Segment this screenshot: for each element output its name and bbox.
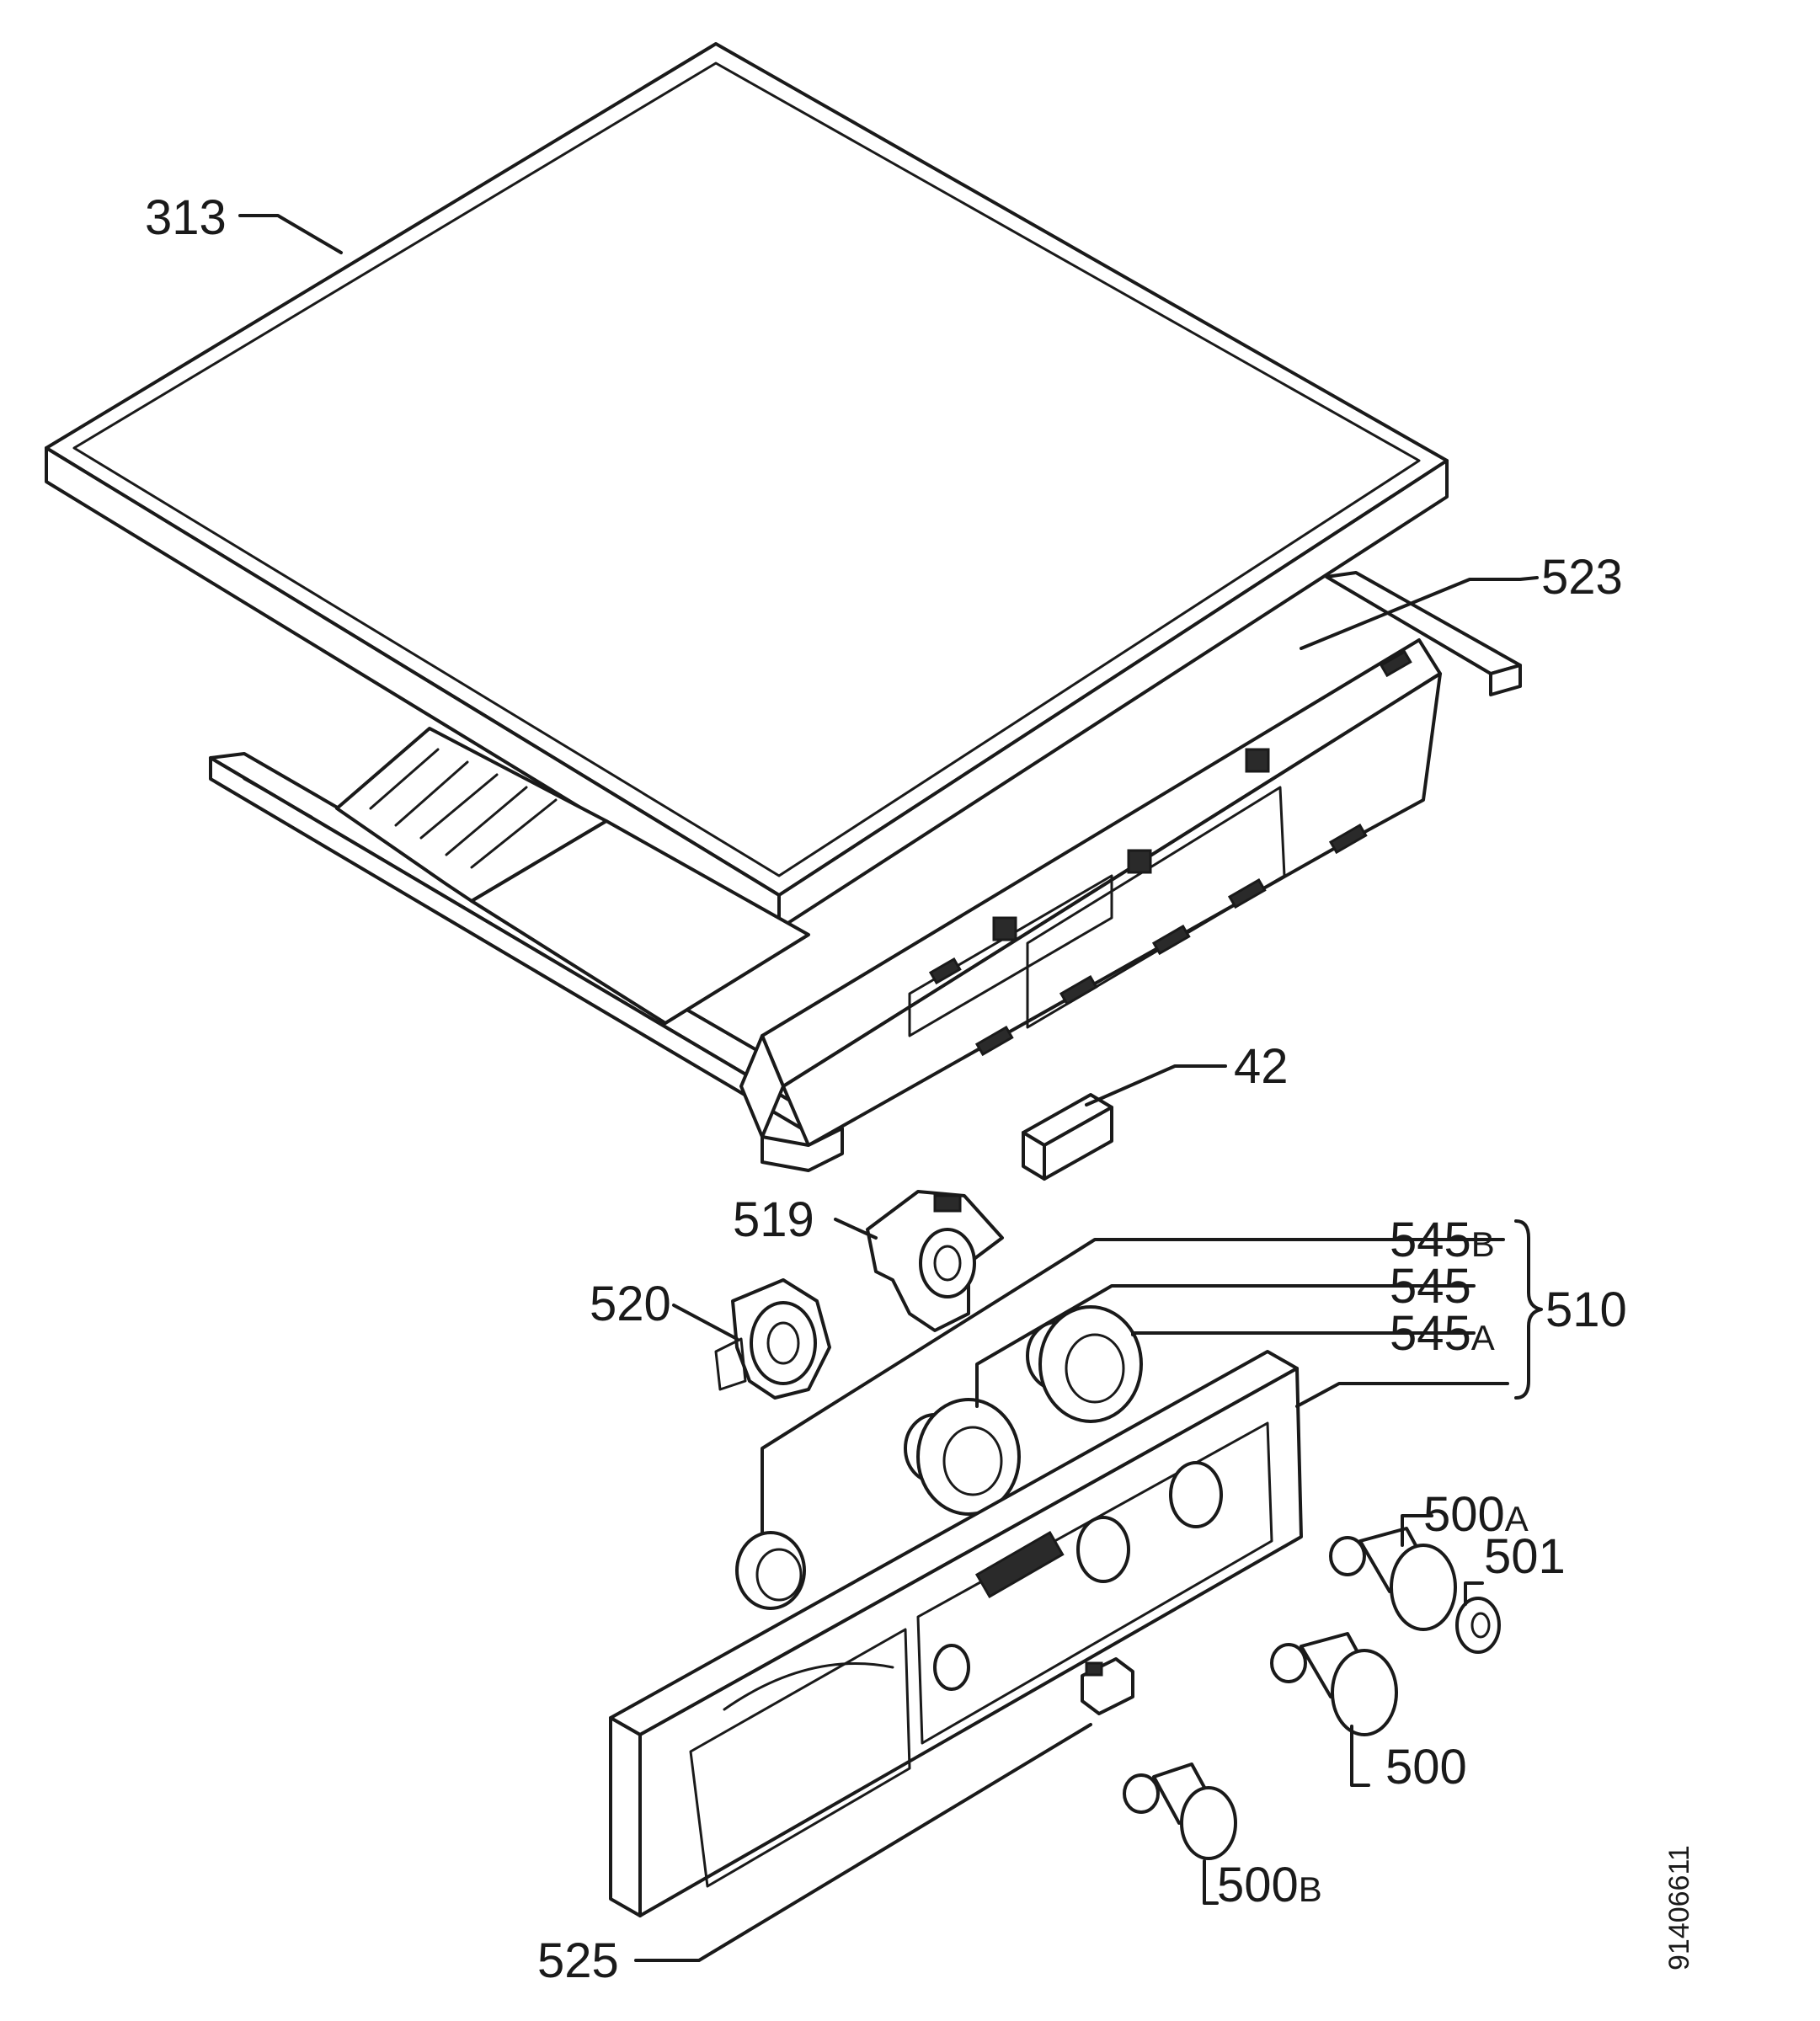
label-545a-suffix: A [1471,1318,1495,1357]
label-501: 501 [1484,1529,1566,1584]
part-500-knob [1270,1632,1398,1736]
label-545a: 545A [1390,1306,1495,1361]
label-313: 313 [145,190,227,245]
label-545b-suffix: B [1471,1224,1495,1264]
part-545-insert [904,1398,1021,1516]
label-500a-number: 500 [1423,1487,1505,1542]
label-500: 500 [1385,1740,1467,1794]
part-523-frame [209,571,1522,1172]
label-500b-suffix: B [1299,1869,1322,1909]
part-501-ring [1455,1597,1501,1654]
label-545b-number: 545 [1390,1213,1471,1267]
label-545b: 545B [1390,1213,1495,1267]
label-523: 523 [1541,550,1623,605]
leader-lines [238,214,1543,1962]
label-42: 42 [1234,1039,1289,1094]
part-545a-insert [1026,1305,1143,1423]
part-500b-knob [1123,1762,1237,1860]
part-519-selector [866,1190,1004,1332]
label-520: 520 [590,1277,671,1331]
label-545a-number: 545 [1390,1306,1471,1361]
part-42-clip [1022,1093,1113,1181]
part-313-lid [45,42,1449,931]
document-number: 91406611 [1663,1845,1695,1970]
switch-component [1081,1657,1134,1715]
label-510: 510 [1545,1282,1627,1337]
label-500b-number: 500 [1217,1858,1299,1912]
part-545b-insert [735,1531,806,1610]
callout-labels: 313 523 42 519 520 545B 545 545A 510 500… [145,190,1627,1988]
part-500a-knob [1329,1527,1457,1631]
label-500a: 500A [1423,1487,1529,1542]
part-520-selector [714,1278,831,1400]
label-500b: 500B [1217,1858,1322,1912]
label-519: 519 [733,1192,814,1247]
label-500a-suffix: A [1505,1499,1529,1538]
label-545: 545 [1390,1259,1471,1314]
part-525-panel [609,1350,1303,1917]
label-525: 525 [537,1933,619,1988]
